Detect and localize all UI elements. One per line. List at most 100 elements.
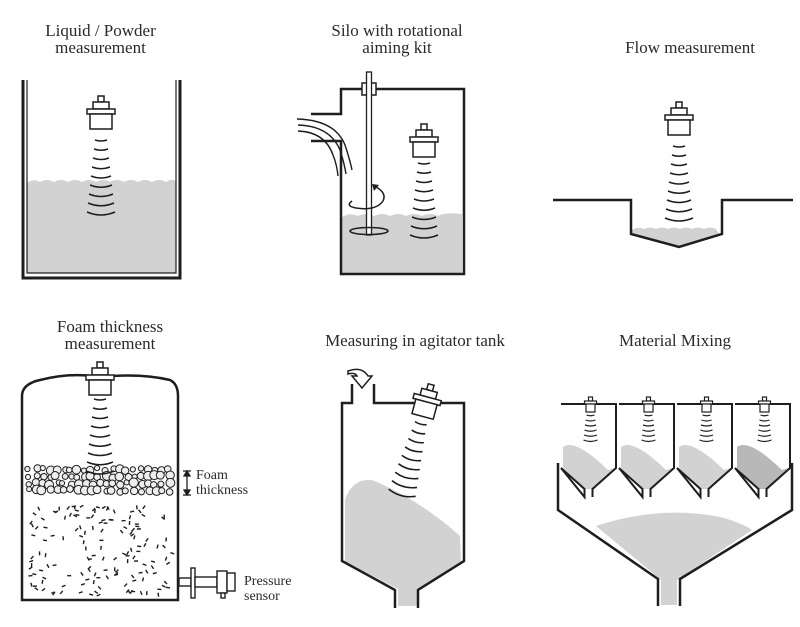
sound-waves-icon	[664, 145, 694, 222]
particle	[52, 591, 56, 596]
particle	[42, 576, 47, 580]
foam-thickness-arrow-icon	[182, 469, 192, 497]
particle	[52, 564, 57, 567]
foam-bubble	[114, 471, 125, 482]
particle	[82, 540, 85, 545]
particle	[73, 514, 78, 518]
foam-bubble	[24, 465, 31, 473]
particle	[141, 513, 146, 517]
liquid-particles	[28, 504, 175, 597]
particle	[75, 513, 80, 517]
foam-bubble	[165, 477, 176, 488]
foam-bubble	[59, 486, 68, 494]
particle	[30, 555, 34, 560]
label-foam-thickness: Foam thickness	[196, 468, 248, 498]
particle	[101, 556, 105, 561]
particle	[143, 542, 147, 548]
caption-flow: Flow measurement	[605, 39, 775, 56]
particle	[91, 507, 96, 512]
caption-line: Liquid / Powder	[45, 21, 156, 40]
particle	[130, 574, 135, 579]
mixing-hopper-fill	[596, 512, 752, 605]
caption-line: measurement	[64, 334, 156, 353]
foam-bubble	[66, 485, 74, 493]
foam-bubble	[68, 473, 75, 480]
note-line: sensor	[244, 589, 280, 604]
panel-liquid-powder	[21, 80, 182, 280]
particle	[50, 534, 55, 537]
panel-agitator	[340, 368, 466, 608]
particle	[139, 590, 143, 596]
mixing-bin	[734, 396, 791, 500]
particle	[32, 512, 37, 516]
caption-line: Silo with rotational	[331, 21, 463, 40]
aiming-shaft	[365, 71, 373, 236]
ultrasonic-sensor-icon	[408, 380, 446, 421]
ultrasonic-sensor-icon	[85, 361, 115, 396]
silo-outline	[311, 87, 466, 276]
foam-bubble	[39, 464, 46, 472]
particle	[138, 509, 142, 514]
particle	[132, 579, 137, 582]
foam-layer	[24, 464, 176, 496]
rotation-arrow-icon	[348, 186, 385, 210]
foam-bubble	[165, 488, 174, 496]
agitator-fill	[345, 479, 461, 606]
foam-bubble	[40, 472, 48, 481]
particle	[170, 551, 175, 555]
particle	[79, 525, 82, 530]
particle	[123, 526, 128, 530]
foam-bubble	[108, 479, 117, 488]
foam-bubble	[123, 479, 130, 486]
particle	[100, 528, 104, 533]
tank-outline	[21, 80, 182, 280]
foam-bubble	[137, 465, 145, 472]
particle	[74, 527, 79, 532]
particle	[161, 516, 166, 521]
particle	[156, 544, 159, 549]
particle	[80, 571, 84, 576]
particle	[96, 593, 101, 597]
particle	[79, 534, 84, 538]
particle	[86, 556, 90, 561]
sound-waves-icon	[85, 398, 115, 475]
particle	[92, 579, 95, 585]
panel-foam	[20, 361, 236, 602]
mixing-bin	[618, 396, 675, 500]
particle	[29, 559, 34, 563]
particle	[63, 515, 67, 520]
particle	[95, 506, 100, 509]
mixing-bin	[560, 396, 617, 500]
particle	[101, 518, 106, 522]
particle	[79, 504, 84, 508]
particle	[97, 585, 102, 590]
channel-water	[632, 227, 720, 246]
particle	[30, 582, 33, 587]
particle	[68, 512, 72, 517]
particle	[165, 586, 171, 589]
caption-mixing: Material Mixing	[600, 332, 750, 349]
pressure-sensor-icon	[178, 567, 236, 599]
particle	[164, 556, 168, 561]
particle	[98, 521, 103, 524]
foam-bubble	[61, 472, 69, 480]
particle	[128, 515, 132, 520]
particle	[31, 534, 36, 537]
particle	[115, 569, 119, 573]
particle	[30, 523, 34, 528]
particle	[29, 520, 33, 525]
particle	[125, 589, 130, 594]
ultrasonic-sensor-icon	[86, 95, 116, 130]
particle	[150, 565, 155, 570]
ultrasonic-sensor-icon	[664, 101, 694, 136]
particle	[37, 506, 41, 511]
caption-line: aiming kit	[362, 38, 432, 57]
particle	[112, 509, 116, 514]
particle	[145, 569, 149, 574]
foam-bubble	[120, 466, 130, 475]
foam-bubble	[24, 473, 32, 481]
foam-bubble	[121, 487, 129, 495]
particle	[40, 517, 45, 521]
caption-liquid-powder: Liquid / Powder measurement	[18, 22, 183, 56]
particle	[162, 544, 166, 549]
